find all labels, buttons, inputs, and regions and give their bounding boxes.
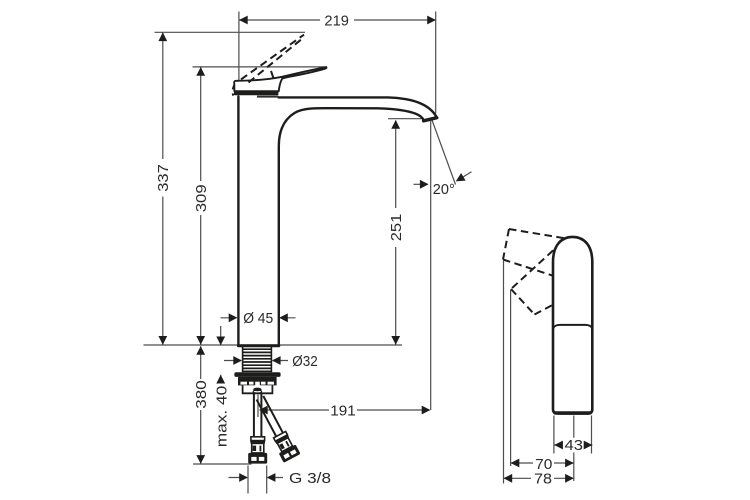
svg-text:219: 219 bbox=[324, 13, 349, 29]
svg-text:191: 191 bbox=[330, 403, 356, 419]
svg-text:max. 40: max. 40 bbox=[215, 386, 231, 448]
svg-text:Ø 45: Ø 45 bbox=[243, 311, 273, 327]
svg-text:70: 70 bbox=[535, 457, 552, 473]
svg-text:20°: 20° bbox=[433, 182, 455, 198]
svg-text:78: 78 bbox=[534, 472, 552, 488]
svg-text:309: 309 bbox=[194, 184, 210, 212]
svg-text:Ø32: Ø32 bbox=[292, 354, 318, 370]
svg-text:337: 337 bbox=[156, 164, 172, 192]
svg-text:43: 43 bbox=[565, 438, 584, 454]
svg-text:251: 251 bbox=[389, 214, 405, 242]
svg-text:G 3/8: G 3/8 bbox=[289, 471, 331, 487]
svg-text:380: 380 bbox=[194, 380, 210, 409]
